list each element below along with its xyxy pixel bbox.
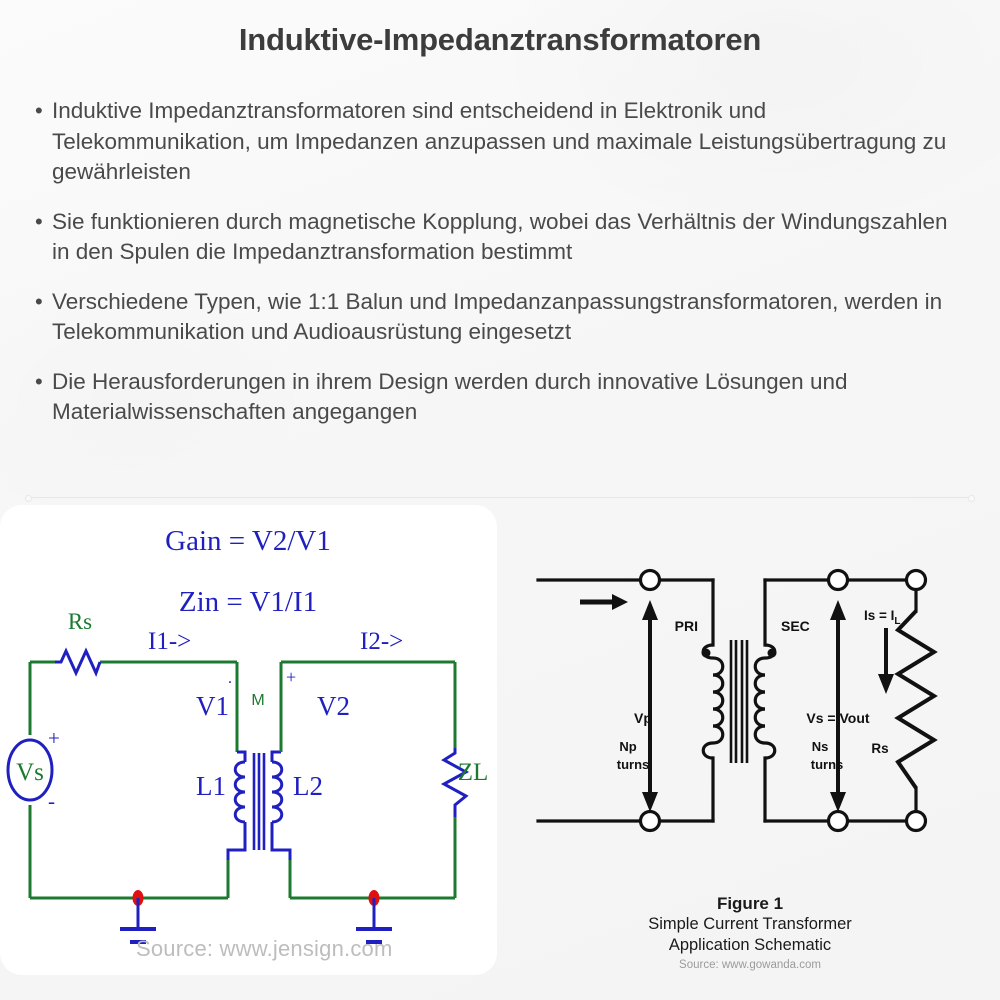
figure-number: Figure 1 [716,894,784,913]
label-i2: I2-> [360,628,403,655]
ns-turns-arrow-icon [830,744,846,812]
label-m-mutual-inductance: M [251,692,264,709]
label-v2: V2 [317,691,350,721]
label-l2: L2 [293,771,323,801]
is-load-current-arrow-icon [878,628,894,694]
list-item-text: Die Herausforderungen in ihrem Design we… [52,368,848,425]
np-turns-arrow-icon [642,744,658,812]
transformer-core-right-icon [729,640,749,763]
right-figure: Vp Np turns PRI SEC [520,548,990,988]
inductor-l2-winding [270,750,292,860]
right-figure-caption: Figure 1 Simple Current Transformer Appl… [520,893,980,973]
list-item-text: Sie funktionieren durch magnetische Kopp… [52,208,948,265]
list-item: • Die Herausforderungen in ihrem Design … [32,367,962,428]
bullet-marker-icon: • [35,98,43,123]
section-divider [25,495,975,502]
polarity-dot-secondary-icon [767,648,777,658]
label-zl: ZL [458,759,489,786]
primary-winding-coil [701,643,725,760]
resistor-rs-symbol [55,647,102,677]
vp-measurement-arrow-icon [642,600,658,766]
equation-gain: Gain = V2/V1 [165,525,331,557]
label-i1: I1-> [148,628,191,655]
list-item-text: Verschiedene Typen, wie 1:1 Balun und Im… [52,288,943,345]
figure-source: Source: www.gowanda.com [679,959,821,971]
vs-vout-measurement-arrow-icon [830,600,846,766]
right-circuit-wires [536,578,918,823]
label-v1: V1 [196,691,229,721]
coupled-inductor-schematic-svg: Gain = V2/V1 Zin = V1/I1 Rs [6,525,489,944]
label-l1: L1 [196,771,226,801]
terminal-nodes [638,568,928,833]
list-item: • Sie funktionieren durch magnetische Ko… [32,207,962,268]
list-item-text: Induktive Impedanztransformatoren sind e… [52,98,947,184]
label-np-turns-line1: Np [619,739,636,754]
left-figure-card: Gain = V2/V1 Zin = V1/I1 Rs [0,505,497,975]
left-figure-watermark: Source: www.jensign.com [136,936,393,961]
bullet-marker-icon: • [35,288,43,314]
dot-mark-l2: + [286,667,296,687]
label-sec: SEC [781,618,810,634]
label-vs: Vs [16,759,44,786]
label-ns-turns-line2: turns [811,757,844,772]
ground-node-secondary [356,890,392,944]
label-vs-vout: Vs = Vout [806,710,869,726]
bullet-list: • Induktive Impedanztransformatoren sind… [32,96,962,447]
load-impedance-zl-symbol [440,748,470,817]
label-source-plus: + [48,726,60,750]
voltage-source-vs: Vs [6,738,54,802]
polarity-dot-primary-icon [701,648,711,658]
input-current-arrow-icon [580,594,628,610]
figure-caption-line1: Simple Current Transformer [648,915,852,933]
current-transformer-schematic-svg: Vp Np turns PRI SEC [536,568,938,833]
label-is-il: Is = IL [864,608,901,627]
page-title: Induktive-Impedanztransformatoren [238,22,762,57]
label-vp: Vp [634,710,652,726]
label-pri: PRI [675,618,698,634]
equation-zin: Zin = V1/I1 [179,586,317,618]
inductor-l1-winding [226,750,247,860]
label-source-minus: - [48,789,55,813]
transformer-core-icon [252,753,266,850]
label-ns-turns-line1: Ns [812,739,829,754]
bullet-marker-icon: • [35,368,43,394]
ground-node-primary [120,890,156,944]
figure-caption-line2: Application Schematic [668,936,832,954]
label-np-turns-line2: turns [617,757,650,772]
secondary-winding-coil [753,643,777,760]
list-item: • Induktive Impedanztransformatoren sind… [32,96,962,188]
label-rs-right: Rs [871,741,888,756]
load-resistor-rs-symbol [894,609,938,790]
dot-mark-l1: . [228,670,232,687]
list-item: • Verschiedene Typen, wie 1:1 Balun und … [32,287,962,348]
bullet-marker-icon: • [35,208,43,234]
primary-wires [28,660,239,900]
label-rs: Rs [68,609,92,634]
